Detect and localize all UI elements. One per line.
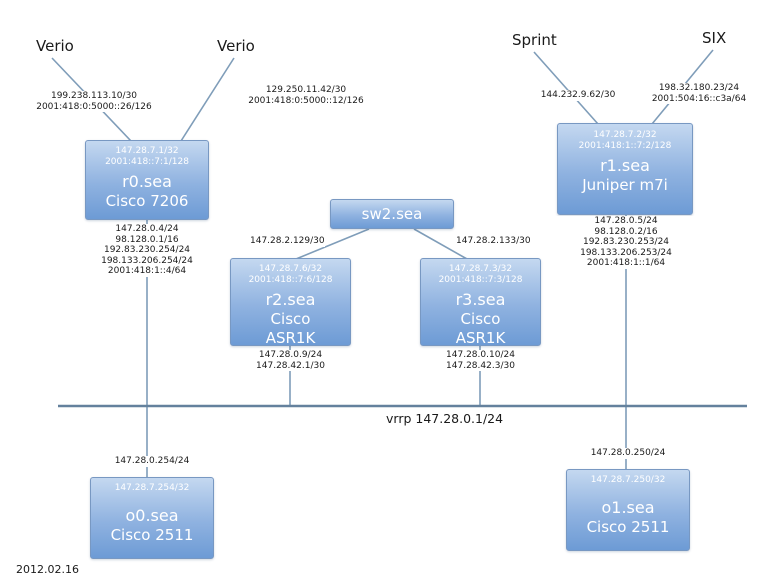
node-r0-sea: 147.28.7.1/32 2001:418::7:1/128 r0.sea C… [85,140,209,220]
node-loopback-ip: 147.28.7.250/32 [590,475,666,485]
ip-line: 2001:418:1::4/64 [107,266,187,276]
node-loopback-ipv6: 2001:418::7:3/128 [438,275,523,285]
link-verio2-r0 [180,57,235,142]
r3-lan-addresses: 147.28.0.10/24 147.28.42.3/30 [420,350,541,371]
ip-line: 147.28.42.3/30 [446,360,515,371]
link-sprint-r1 [533,51,599,125]
o1-lan-address: 147.28.0.250/24 [562,448,694,459]
node-hostname: o0.sea [125,506,179,525]
node-model: Cisco [460,310,501,328]
link-sw2-r2 [295,228,370,260]
ip-line: 192.83.230.253/24 [582,237,670,247]
r0-lan-addresses: 147.28.0.4/24 98.128.0.1/16 192.83.230.2… [76,224,218,277]
node-loopback-ipv6: 2001:418::7:1/128 [105,157,189,167]
ip-line: 199.238.113.10/30 [50,91,138,101]
ip-line: 129.250.11.42/30 [265,85,347,95]
ip-line: 147.28.0.4/24 [115,224,179,234]
node-loopback-ip: 147.28.7.6/32 [258,264,323,274]
r1-lan-addresses: 147.28.0.5/24 98.128.0.2/16 192.83.230.2… [550,216,702,269]
ip-line: 147.28.0.10/24 [446,350,515,360]
ip-line: 98.128.0.1/16 [115,234,179,245]
ip-line: 198.133.206.254/24 [101,255,193,266]
node-hostname: r2.sea [265,290,316,309]
uplink-sprint-label: Sprint [512,31,557,49]
uplink-verio2-label: Verio [217,37,255,55]
ip-line: 198.133.206.253/24 [580,247,672,258]
node-loopback-ipv6: 2001:418:1::7:2/128 [578,141,672,151]
ip-line: 2001:418:0:5000::26/126 [36,101,152,112]
vrrp-address-label: vrrp 147.28.0.1/24 [386,411,504,426]
uplink-verio1-ips: 199.238.113.10/30 2001:418:0:5000::26/12… [28,91,160,112]
diagram-date: 2012.02.16 [16,563,79,576]
node-o1-sea: 147.28.7.250/32 o1.sea Cisco 2511 [566,469,690,551]
node-loopback-ipv6: 2001:418::7:6/128 [248,275,333,285]
node-loopback-ip: 147.28.7.1/32 [115,146,179,156]
r2-lan-addresses: 147.28.0.9/24 147.28.42.1/30 [230,350,351,371]
node-hostname: r0.sea [122,172,172,191]
uplink-six-ips: 198.32.180.23/24 2001:504:16::c3a/64 [634,83,764,104]
node-loopback-ip: 147.28.7.3/32 [448,264,513,274]
ip-line: 147.28.42.1/30 [256,360,325,371]
ip-line: 2001:418:1::1/64 [586,258,666,268]
uplink-verio2-ips: 129.250.11.42/30 2001:418:0:5000::12/126 [238,85,374,106]
node-hostname: sw2.sea [361,204,423,223]
node-loopback-ip: 147.28.7.2/32 [593,130,657,140]
ip-line: 2001:418:0:5000::12/126 [248,95,364,106]
ip-line: 144.232.9.62/30 [540,90,616,100]
uplink-sprint-ips: 144.232.9.62/30 [518,90,638,101]
ip-line: 192.83.230.254/24 [103,245,191,255]
node-r1-sea: 147.28.7.2/32 2001:418:1::7:2/128 r1.sea… [557,123,693,215]
ip-line: 98.128.0.2/16 [594,226,658,237]
ip-line: 147.28.0.5/24 [594,216,658,226]
node-r2-sea: 147.28.7.6/32 2001:418::7:6/128 r2.sea C… [230,258,351,347]
uplink-verio1-label: Verio [36,37,74,55]
node-model: Juniper m7i [582,176,668,194]
uplink-six-label: SIX [702,29,727,47]
o0-lan-address: 147.28.0.254/24 [86,456,218,467]
node-hostname: o1.sea [601,498,655,517]
node-model: Cisco 7206 [105,192,189,210]
link-sw2-r3 [413,228,468,260]
node-hostname: r1.sea [600,156,650,175]
node-model: Cisco 2511 [110,526,194,544]
node-model: ASR1K [265,329,316,347]
ip-line: 2001:504:16::c3a/64 [651,93,747,104]
node-r3-sea: 147.28.7.3/32 2001:418::7:3/128 r3.sea C… [420,258,541,347]
node-model: Cisco 2511 [586,518,670,536]
sw2-r2-link-address: 147.28.2.129/30 [250,236,325,247]
node-o0-sea: 147.28.7.254/32 o0.sea Cisco 2511 [90,477,214,559]
node-loopback-ip: 147.28.7.254/32 [114,483,190,493]
node-sw2-sea: sw2.sea [330,199,454,229]
node-hostname: r3.sea [455,290,506,309]
sw2-r3-link-address: 147.28.2.133/30 [456,236,531,247]
ip-line: 198.32.180.23/24 [658,83,740,93]
node-model: Cisco [270,310,311,328]
node-model: ASR1K [455,329,506,347]
ip-line: 147.28.0.9/24 [258,350,323,360]
